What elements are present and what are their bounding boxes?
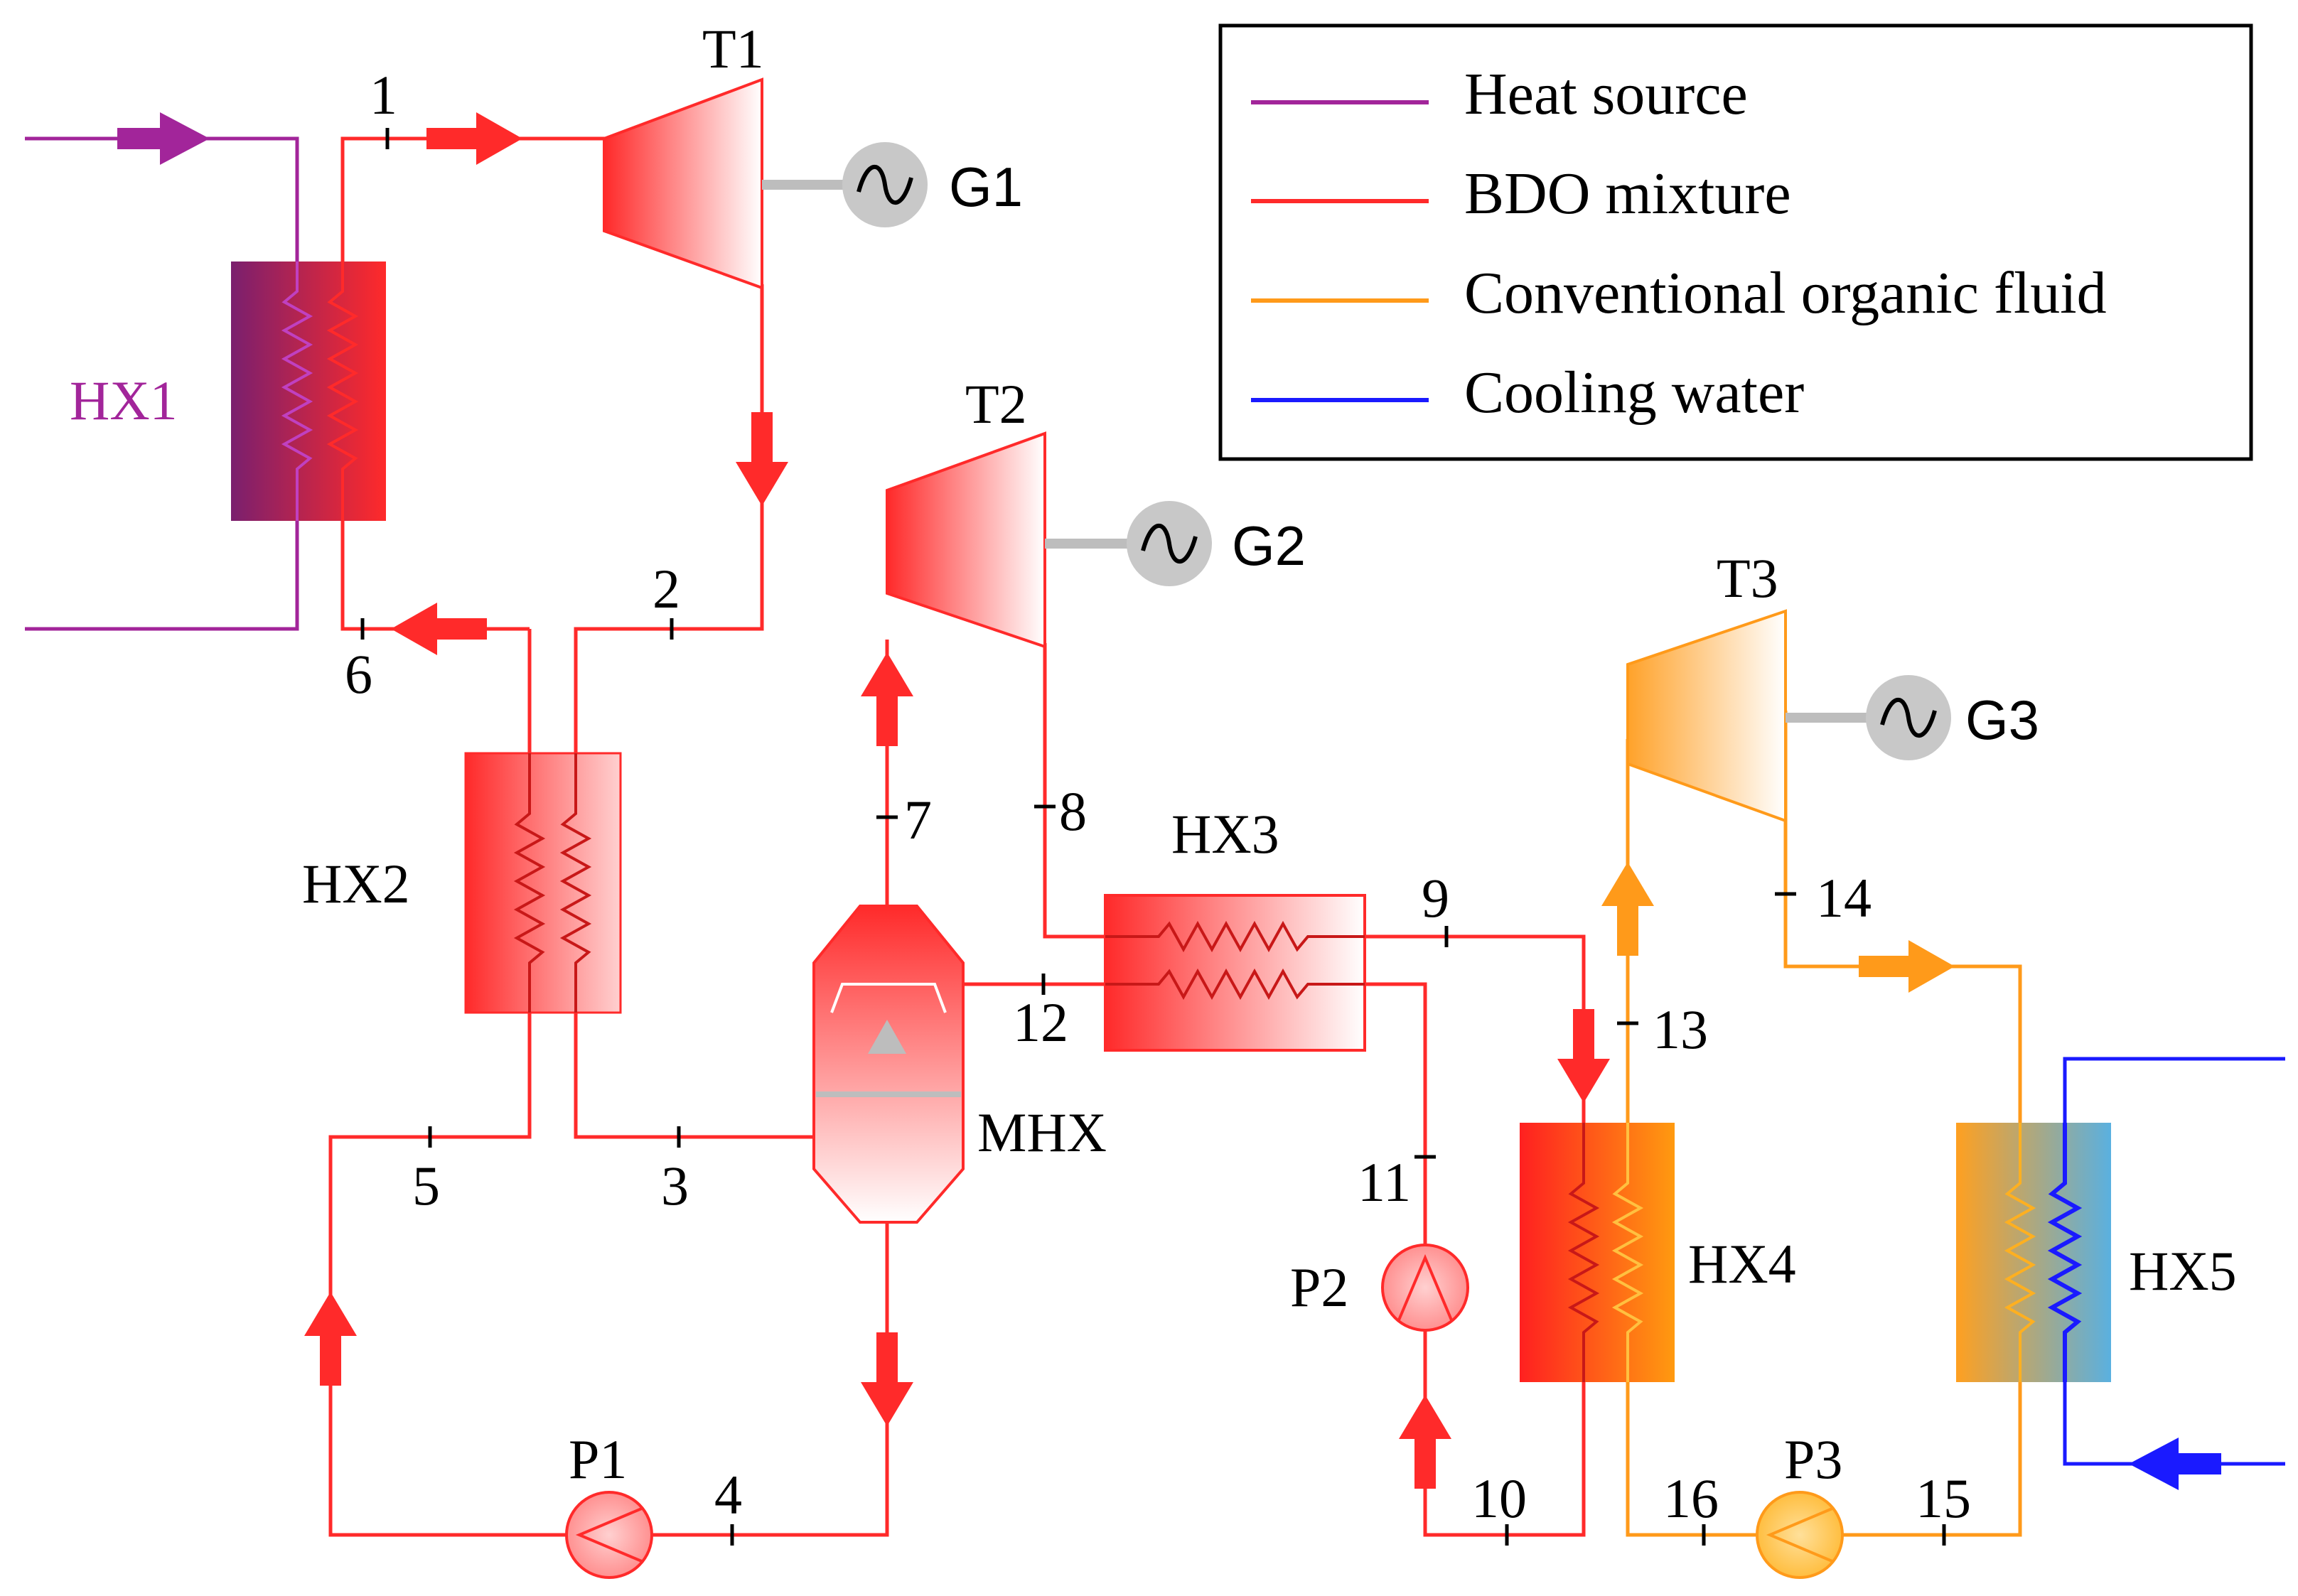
state-15-label: 15	[1916, 1467, 1971, 1529]
g2-wave-icon	[1141, 523, 1198, 564]
t3-body	[1626, 609, 1787, 823]
p2-chevron-icon	[1397, 1253, 1454, 1322]
state-6-label: 6	[345, 643, 372, 705]
heat-source-arrow	[117, 112, 210, 165]
pump-p2: P2	[1290, 1244, 1469, 1332]
state-11-label: 11	[1358, 1151, 1411, 1213]
hx3-coil-bottom	[1105, 968, 1365, 1001]
mhx-tray	[830, 983, 947, 1013]
g2-label: G2	[1232, 514, 1306, 577]
state-3-label: 3	[661, 1155, 689, 1217]
state-16-label: 16	[1663, 1467, 1719, 1529]
hx2-coil-right	[559, 753, 592, 1013]
state-4-label: 4	[714, 1464, 742, 1526]
hx2: HX2	[302, 752, 622, 1014]
mhx: MHX	[812, 905, 1107, 1224]
hx3-coil-top	[1105, 920, 1365, 953]
turbine-t2: T2 G2	[886, 373, 1306, 649]
state-8-label: 8	[1059, 780, 1087, 842]
p2-label: P2	[1290, 1256, 1348, 1318]
state-labels: 1 2 3 4 5 6 7 8 9 10 11 12 13 14 15 16	[345, 64, 1971, 1529]
state-1-label: 1	[370, 64, 397, 126]
cooling-water-arrow	[2129, 1438, 2221, 1490]
legend-label-cooling: Cooling water	[1464, 360, 1804, 426]
legend: Heat source BDO mixture Conventional org…	[1218, 23, 2253, 461]
state-14-label: 14	[1816, 867, 1872, 929]
t2-body	[886, 431, 1046, 649]
hx1-coil-purple	[281, 261, 313, 521]
p3-chevron-icon	[1766, 1506, 1835, 1563]
legend-label-heat-source: Heat source	[1464, 61, 1748, 127]
hx4-body	[1520, 1123, 1675, 1382]
hx5: HX5	[1956, 1123, 2237, 1382]
g3-label: G3	[1965, 689, 2039, 751]
g1-wave-icon	[857, 164, 913, 205]
t3-label: T3	[1717, 547, 1778, 609]
p1-chevron-icon	[575, 1506, 644, 1563]
state-13-label: 13	[1653, 998, 1708, 1060]
hx1-body	[231, 261, 386, 521]
state-2-label: 2	[653, 558, 680, 620]
hx5-coil-orange	[2004, 1123, 2036, 1382]
mhx-level-icon	[868, 1020, 906, 1054]
hx1: HX1	[70, 261, 386, 521]
t1-label: T1	[702, 18, 764, 80]
state-12-label: 12	[1013, 991, 1068, 1053]
t1-body	[603, 77, 763, 290]
hx4-label: HX4	[1688, 1233, 1796, 1295]
hx2-body	[464, 752, 622, 1014]
state-9-label: 9	[1422, 867, 1449, 929]
pump-p3: P3	[1756, 1428, 1844, 1579]
legend-label-bdo: BDO mixture	[1464, 161, 1791, 227]
t2-label: T2	[965, 373, 1027, 435]
hx1-label: HX1	[70, 370, 178, 431]
turbine-t1: T1 G1	[603, 18, 1023, 290]
hx5-coil-blue	[2047, 1123, 2083, 1382]
state-10-label: 10	[1471, 1467, 1527, 1529]
mhx-label: MHX	[977, 1101, 1107, 1163]
hx2-label: HX2	[302, 853, 410, 915]
hx3: HX3	[1104, 803, 1366, 1052]
state-5-label: 5	[412, 1155, 440, 1217]
hx3-body	[1104, 894, 1366, 1052]
g1-label: G1	[949, 156, 1023, 218]
hx3-label: HX3	[1171, 803, 1279, 865]
g3-wave-icon	[1880, 697, 1937, 738]
mhx-body	[812, 905, 965, 1224]
hx4: HX4	[1520, 1123, 1796, 1382]
state-7-label: 7	[904, 789, 932, 851]
flow-arrows-organic	[1601, 862, 1955, 993]
state-ticks	[360, 128, 1946, 1546]
hx4-coil-red	[1567, 1123, 1600, 1382]
turbine-t3: T3 G3	[1626, 547, 2039, 823]
hx5-body	[1956, 1123, 2111, 1382]
flow-arrows-bdo	[304, 112, 1610, 1489]
hx5-label: HX5	[2129, 1240, 2237, 1302]
legend-box	[1218, 23, 2253, 461]
pump-p1: P1	[565, 1428, 653, 1579]
hx1-coil-red	[326, 261, 359, 521]
hx4-coil-orange	[1611, 1123, 1644, 1382]
p3-label: P3	[1784, 1428, 1842, 1490]
p1-label: P1	[569, 1428, 627, 1490]
hx2-coil-left	[513, 753, 546, 1013]
legend-label-organic: Conventional organic fluid	[1464, 260, 2107, 326]
